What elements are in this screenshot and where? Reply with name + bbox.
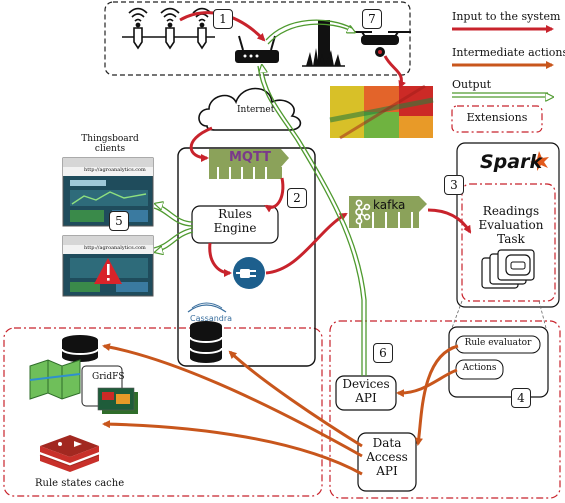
arrow-rules-to-client-top: [156, 204, 194, 223]
rule-evaluator-box: [455, 335, 541, 354]
step-3-badge: 3: [444, 175, 464, 195]
extension-storage-box: [3, 327, 323, 497]
rule-states-cache-label: Rule states cache: [35, 478, 125, 489]
rule-evaluator-label: Rule evaluator: [464, 338, 532, 348]
arrow-rules-to-client-bottom: [156, 231, 194, 252]
soil-sensors-icon: [122, 7, 215, 50]
arrow-mqtt-to-rules: [264, 177, 285, 213]
legend-extensions-box: [451, 105, 543, 133]
readings-task-label: Readings Evaluation Task: [470, 204, 552, 246]
arrow-actions-to-devicesapi: [396, 368, 458, 398]
gridfs-label: GridFS: [92, 372, 125, 382]
kafka-label: kafka: [373, 198, 406, 212]
spark-cluster-box: [456, 142, 560, 308]
legend-intermediate-label: Intermediate actions: [452, 46, 565, 59]
arrow-drone-to-image: [383, 55, 406, 89]
field-station-icon: [302, 20, 345, 67]
readings-task-line-3: Task: [497, 231, 525, 246]
rules-engine-label: Rules Engine: [192, 207, 278, 236]
aerial-image-icon: [329, 84, 434, 140]
arrow-cloud-to-mqtt: [189, 126, 213, 162]
data-access-api-line-2: Access: [366, 449, 408, 464]
actions-label: Actions: [462, 363, 497, 373]
step-2-badge: 2: [287, 188, 307, 208]
arrow-kafka-to-spark: [427, 208, 472, 234]
kafka-broker-icon: [349, 196, 427, 228]
step-6-badge: 6: [373, 343, 393, 363]
redis-cache-icon: [39, 435, 100, 472]
legend-extensions-label: Extensions: [466, 111, 528, 124]
step-5-badge: 5: [109, 211, 129, 231]
arrow-dataapi-to-cassandra: [228, 350, 363, 448]
arrow-dataapi-to-redis: [102, 420, 363, 476]
data-access-api-line-1: Data: [372, 436, 402, 450]
cloud-icon: [198, 87, 302, 131]
legend-input-label: Input to the system: [452, 10, 561, 23]
mongodb-icon: [61, 335, 99, 362]
client-url-top: http://agroanalytics.com: [84, 167, 146, 173]
data-access-api-label: Data Access API: [358, 436, 416, 478]
devices-api-line-2: API: [355, 390, 377, 405]
devices-api-line-1: Devices: [342, 377, 390, 391]
arrow-ruleeval-to-dataapi: [415, 344, 459, 446]
legend-output-label: Output: [452, 78, 492, 91]
readings-task-line-2: Evaluation: [478, 217, 544, 232]
rules-engine-line-2: Engine: [213, 220, 257, 235]
cassandra-database-icon: [187, 302, 227, 363]
devices-api-label: Devices API: [336, 377, 396, 406]
arrow-rules-to-plugin: [208, 242, 232, 277]
cassandra-label: Cassandra: [190, 314, 233, 323]
gridfs-images-icon: [81, 365, 138, 414]
arrow-router-to-drone: [267, 23, 354, 45]
arrow-devicesapi-to-router: [262, 66, 367, 376]
map-icon: [29, 359, 81, 400]
step-4-badge: 4: [511, 388, 531, 408]
field-devices-box: [104, 1, 411, 76]
mqtt-broker-icon: [209, 149, 289, 179]
alert-icon: [94, 258, 122, 284]
step-7-badge: 7: [362, 9, 382, 29]
spark-star-icon: [530, 151, 549, 171]
legend-output-arrow: [452, 92, 552, 97]
rules-engine-box: [191, 205, 279, 244]
readings-task-line-1: Readings: [482, 204, 540, 218]
client-url-bottom: http://agroanalytics.com: [84, 245, 146, 251]
thingsboard-title: Thingsboard clients: [72, 134, 148, 155]
data-access-api-line-3: API: [376, 463, 398, 478]
dashboard-window-top: [62, 157, 154, 227]
plugin-icon: [233, 257, 265, 289]
drone-icon: [349, 31, 411, 57]
internet-label: Internet: [237, 105, 275, 115]
rules-engine-line-1: Rules: [218, 207, 252, 221]
data-access-api-box: [357, 432, 417, 492]
arrow-dataapi-to-mongodb: [102, 343, 363, 458]
extension-api-box: [329, 320, 561, 499]
arrow-plugin-to-kafka: [265, 212, 348, 275]
mqtt-label: MQTT: [229, 150, 272, 165]
thingsboard-line-1: Thingsboard: [81, 134, 139, 144]
extension-spark-box: [461, 183, 556, 302]
spark-label: Spark: [480, 151, 543, 173]
thingsboard-line-2: clients: [94, 144, 126, 155]
step-1-badge: 1: [213, 9, 233, 29]
task-cards-icon: [481, 249, 535, 289]
